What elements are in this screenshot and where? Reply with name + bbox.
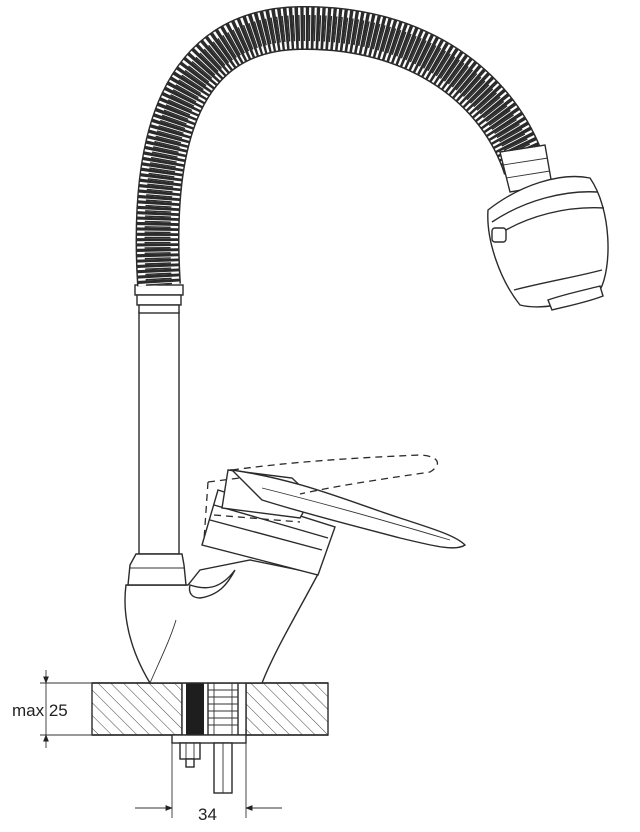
spray-head — [487, 144, 609, 311]
threaded-rod — [207, 682, 239, 736]
width-dimension: 34 — [135, 743, 282, 824]
mounting-hardware — [171, 682, 247, 794]
flexible-hose — [135, 5, 546, 287]
thickness-label: max 25 — [12, 701, 68, 720]
thickness-dimension: max 25 — [12, 670, 92, 748]
lever-handle-alt-position — [203, 454, 439, 541]
faucet-body — [124, 559, 320, 684]
width-label: 34 — [198, 805, 217, 824]
vertical-pipe — [127, 284, 187, 586]
lever-handle — [230, 468, 467, 549]
